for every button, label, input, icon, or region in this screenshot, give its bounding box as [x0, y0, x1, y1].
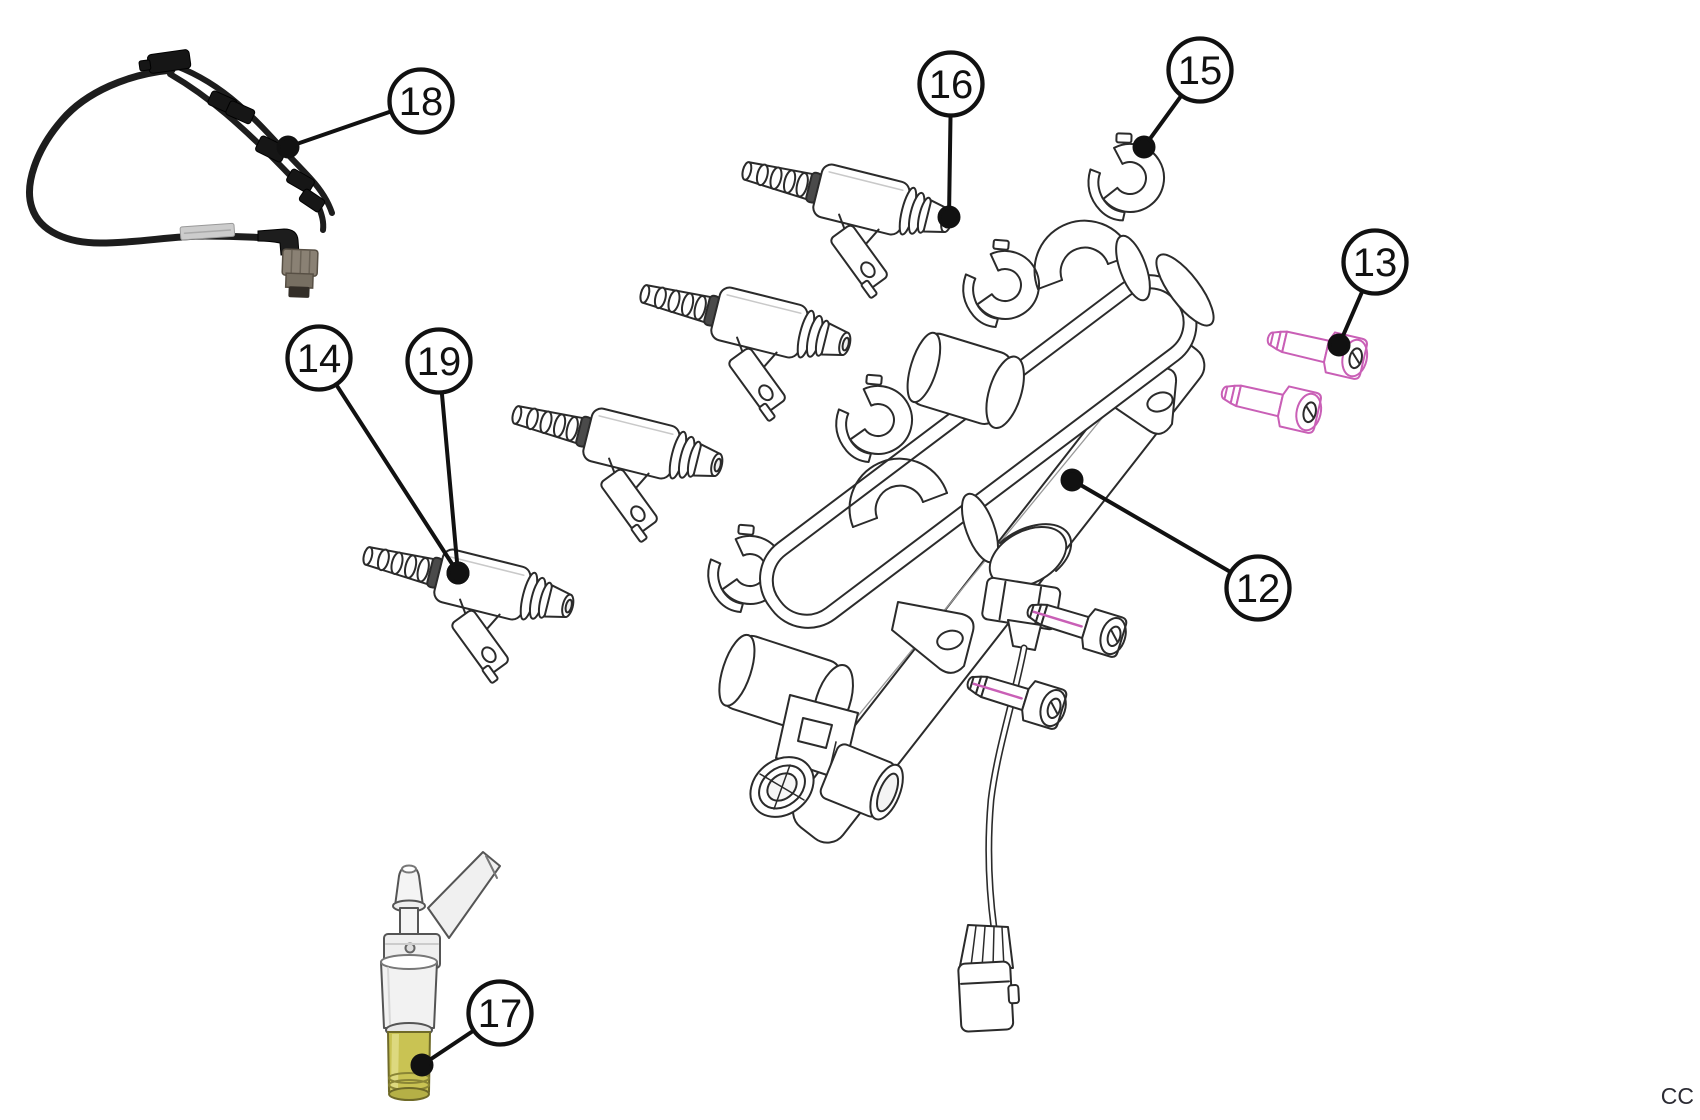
callout-17[interactable]: 17 — [466, 979, 534, 1047]
injector-with-seal — [380, 851, 501, 1101]
injector-row — [340, 142, 960, 699]
clip-1 — [1080, 126, 1171, 226]
injector-2 — [617, 265, 858, 437]
injector-4 — [340, 527, 581, 699]
callout-14[interactable]: 14 — [285, 324, 353, 392]
harness-connector — [138, 49, 192, 74]
callout-14-number: 14 — [297, 337, 342, 381]
callout-bubbles: 12 13 14 15 16 17 — [285, 36, 1409, 1047]
bolt-1 — [1262, 317, 1373, 382]
clip-2 — [957, 235, 1044, 331]
callout-15[interactable]: 15 — [1166, 36, 1234, 104]
rail-saddle-1 — [1033, 219, 1151, 302]
callout-13-number: 13 — [1353, 241, 1398, 285]
injector-1 — [719, 142, 960, 314]
injector-3 — [489, 386, 730, 558]
bolt-2 — [1216, 371, 1327, 436]
rail-cup-1 — [906, 331, 1025, 429]
callout-19-number: 19 — [417, 340, 462, 384]
sensor-connector — [957, 924, 1020, 1033]
callout-17-number: 17 — [478, 992, 523, 1036]
rail-bolts — [961, 317, 1373, 733]
injector-seal-sleeve — [387, 1031, 431, 1101]
callout-18-number: 18 — [399, 80, 444, 124]
harness-metal-connector — [281, 248, 319, 298]
harness-label — [179, 222, 236, 241]
rail-end-nut — [819, 743, 904, 821]
fuel-rail — [718, 219, 1215, 1033]
callout-16[interactable]: 16 — [917, 50, 985, 118]
callout-18[interactable]: 18 — [387, 67, 455, 135]
page-code: CC — [1661, 1083, 1694, 1109]
rail-tab-2 — [891, 601, 975, 674]
callout-19[interactable]: 19 — [405, 327, 473, 395]
rail-end-ring — [749, 756, 815, 818]
callout-12[interactable]: 12 — [1224, 554, 1292, 622]
callout-15-number: 15 — [1178, 49, 1223, 93]
callout-16-number: 16 — [929, 63, 974, 107]
leader-19 — [437, 359, 470, 585]
callout-12-number: 12 — [1236, 567, 1281, 611]
wiring-harness — [26, 49, 335, 298]
callout-13[interactable]: 13 — [1341, 228, 1409, 296]
